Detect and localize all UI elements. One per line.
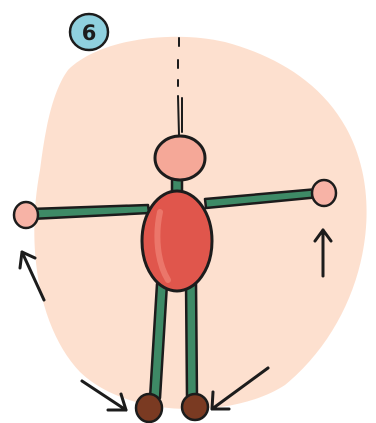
torso: [142, 191, 212, 291]
left-hand: [14, 202, 38, 228]
right-foot: [182, 394, 208, 420]
head: [155, 136, 205, 180]
step-number: 6: [82, 21, 97, 45]
left-foot: [136, 394, 162, 422]
step-badge: 6: [70, 14, 108, 50]
right-hand: [312, 180, 336, 206]
right-leg: [186, 282, 197, 398]
